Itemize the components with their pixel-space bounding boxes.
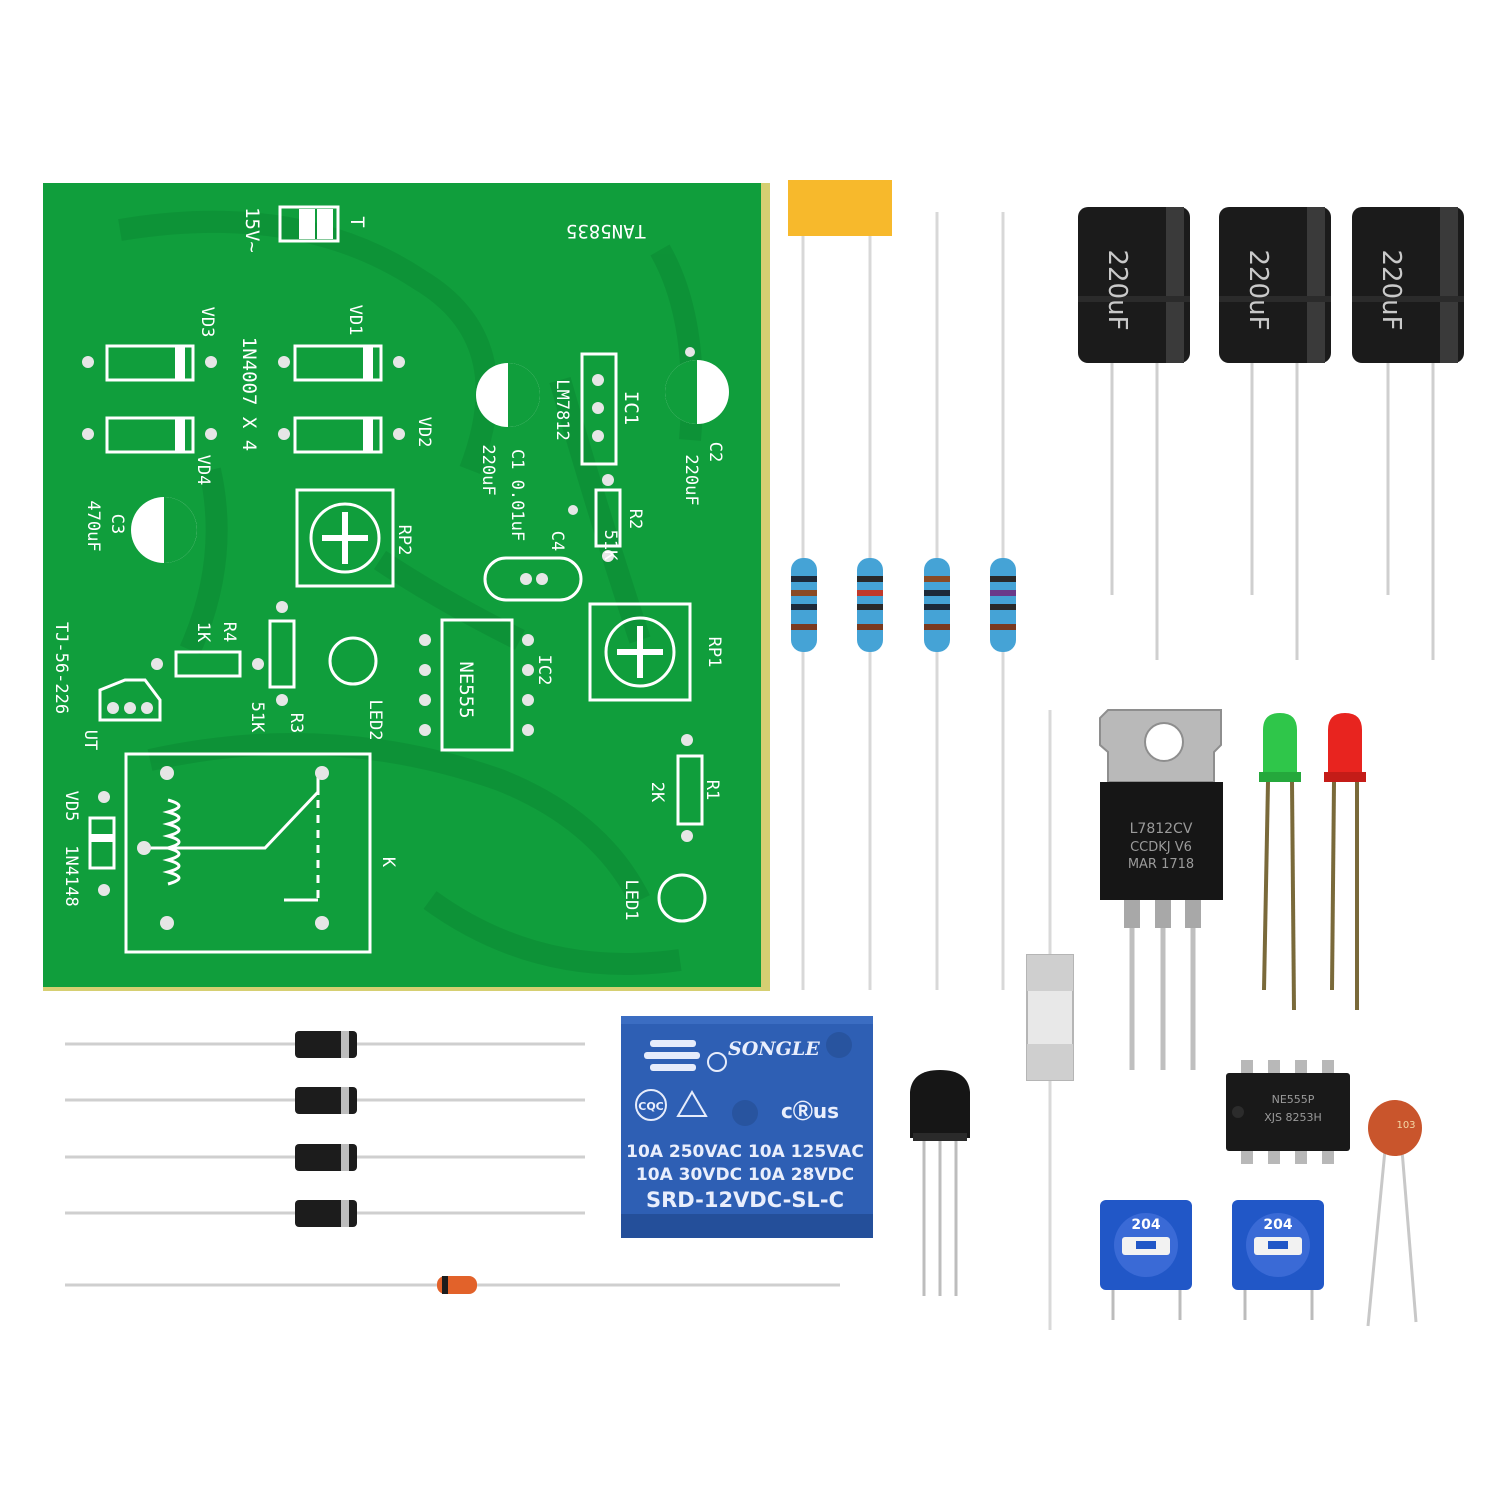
pcb-vd5-part: 1N4148 (61, 845, 81, 906)
resistor (924, 558, 950, 652)
fuse (1026, 710, 1074, 1330)
pcb-led1: LED1 (621, 880, 641, 921)
pcb-r3: R3 (286, 713, 306, 733)
relay-cert: CQC (638, 1100, 664, 1113)
capacitor: 220uF (1219, 207, 1331, 363)
pcb-r2: R2 (625, 509, 645, 529)
pcb-vd1: VD1 (345, 305, 365, 336)
relay: SONGLE CQC cⓇus 10A 250VAC 10A 125VAC 10… (621, 1016, 873, 1238)
trimmer-pot: 204 (1100, 1200, 1192, 1320)
pcb-r4: R4 (219, 622, 239, 642)
pcb-ic1: IC1 (620, 391, 642, 425)
resistor (857, 558, 883, 652)
resistor (791, 558, 817, 652)
trimmer-label: 204 (1263, 1217, 1292, 1233)
diodes (65, 1031, 840, 1294)
trimmer-pot: 204 (1232, 1200, 1324, 1320)
pcb-r2-value: 51K (600, 530, 620, 561)
pcb-c3-value: 470uF (83, 500, 103, 551)
relay-brand: SONGLE (728, 1038, 820, 1060)
chip-label-2: XJS 8253H (1264, 1111, 1322, 1124)
pcb-c2-value: 220uF (681, 454, 701, 505)
pcb-c2: C2 (705, 442, 725, 462)
pcb-c1-value: 220uF (478, 444, 498, 495)
relay-model: SRD-12VDC-SL-C (646, 1188, 844, 1212)
pcb-r1-value: 2K (647, 782, 667, 803)
voltage-regulator: L7812CV CCDKJ V6 MAR 1718 (1099, 709, 1223, 1070)
ceramic-capacitor: 103 (1366, 1100, 1422, 1327)
pcb-diode-spec: 1N4007 X 4 (238, 337, 260, 451)
pcb-c3: C3 (107, 514, 127, 534)
capacitor-label: 220uF (1376, 249, 1406, 330)
capacitor-label: 220uF (1102, 249, 1132, 330)
pcb-model-label: TAN5835 (566, 220, 646, 242)
regulator-label-2: CCDKJ V6 (1130, 840, 1192, 855)
yellow-tape (788, 180, 892, 236)
pcb-ic2: IC2 (534, 655, 554, 686)
pcb-vd4: VD4 (193, 455, 213, 486)
resistor (990, 558, 1016, 652)
ceramic-label: 103 (1396, 1120, 1415, 1131)
regulator-label-3: MAR 1718 (1128, 857, 1194, 872)
relay-rating-2: 10A 30VDC 10A 28VDC (636, 1165, 854, 1185)
pcb-c4: C4 (547, 531, 567, 551)
pcb-vd5: VD5 (61, 791, 81, 822)
pcb-c1: C1 0.01uF (507, 449, 527, 541)
pcb-relay-k: K (378, 857, 398, 868)
pcb-board-code: TJ-56-226 (51, 622, 71, 714)
pcb-board: TAN5835 15V~ T 1N4007 X 4 VD1 VD2 VD3 VD… (43, 183, 770, 991)
led-green (1259, 713, 1301, 1011)
pcb-vd3: VD3 (197, 307, 217, 338)
pcb-ic1-part: LM7812 (552, 379, 572, 440)
pcb-terminal-label: T (346, 216, 368, 227)
trimmer-label: 204 (1131, 1217, 1160, 1233)
diode (295, 1200, 357, 1227)
capacitor: 220uF (1352, 207, 1464, 363)
pcb-r3-value: 51K (247, 702, 267, 733)
diode (295, 1087, 357, 1114)
capacitor: 220uF (1078, 207, 1190, 363)
pcb-r4-value: 1K (193, 622, 213, 643)
regulator-label-1: L7812CV (1130, 821, 1193, 837)
diode (295, 1031, 357, 1058)
relay-rating-1: 10A 250VAC 10A 125VAC (626, 1142, 864, 1162)
transistor (910, 1070, 970, 1296)
warning-triangle-icon (676, 1090, 708, 1117)
electrolytic-capacitors: 220uF 220uF 220uF (1078, 207, 1464, 660)
pcb-led2: LED2 (365, 700, 385, 741)
pcb-rp2: RP2 (394, 525, 414, 556)
relay-ul: cⓇus (781, 1099, 839, 1123)
pcb-ut: UT (80, 730, 100, 750)
terminal-outline (278, 205, 340, 243)
ne555-chip: NE555P XJS 8253H (1226, 1060, 1350, 1164)
pcb-ic2-part: NE555 (455, 661, 477, 718)
capacitor-label: 220uF (1243, 249, 1273, 330)
small-signal-diode (437, 1276, 477, 1294)
pcb-voltage-label: 15V~ (241, 207, 263, 253)
pcb-rp1: RP1 (704, 637, 724, 668)
pcb-r1: R1 (702, 780, 722, 800)
chip-label: NE555P (1272, 1093, 1315, 1106)
led-red (1324, 713, 1366, 1010)
pcb-vd2: VD2 (414, 417, 434, 448)
resistor-strip (788, 180, 1016, 990)
diode (295, 1144, 357, 1171)
